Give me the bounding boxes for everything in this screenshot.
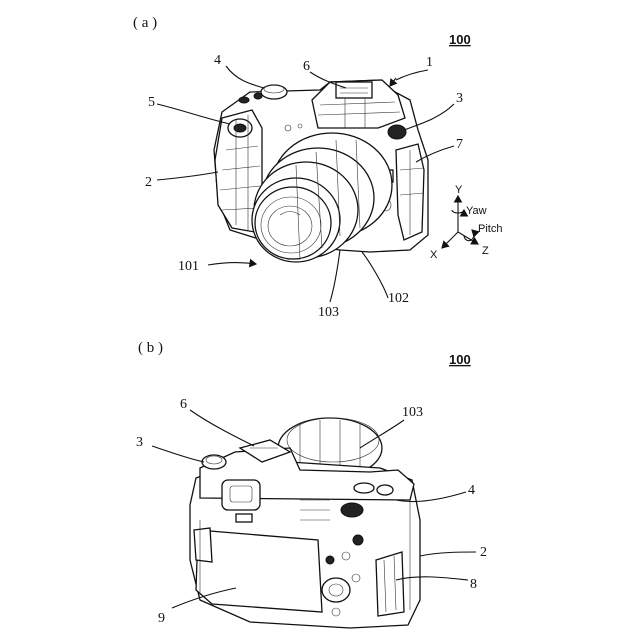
label-a-3: 3 [456,91,463,106]
panel-a-ref-number: 100 [449,32,471,47]
label-b-3: 3 [136,435,143,450]
camera-rear-illustration [190,418,420,628]
label-a-103: 103 [318,305,339,320]
panel-b: ( b ) 100 [136,340,487,628]
rear-screen-9 [196,530,322,612]
x-axis-arrow [442,232,458,248]
label-a-5: 5 [148,95,155,110]
axis-z-label: Z [482,245,489,257]
z-axis-arrow [458,232,478,244]
button-3 [388,125,406,139]
label-b-8: 8 [470,577,477,592]
screen-hinge [194,528,212,562]
camera-front-illustration [214,80,428,262]
label-a-7: 7 [456,137,463,152]
eyecup [222,480,260,510]
label-b-2: 2 [480,545,487,560]
side-door-8 [376,552,404,616]
dial-4-rear [341,503,363,517]
label-a-2: 2 [145,175,152,190]
label-b-6: 6 [180,397,187,412]
label-a-1: 1 [426,55,433,70]
panel-a: ( a ) 100 [133,15,502,320]
axis-y-label: Y [455,184,463,196]
label-b-4: 4 [468,483,475,498]
label-b-103: 103 [402,405,423,420]
coordinate-axes: Y Yaw Pitch X Z [430,184,502,261]
panel-a-letter: ( a ) [133,15,157,31]
rear-control-wheel [322,578,350,602]
axis-pitch-label: Pitch [478,223,502,235]
panel-b-letter: ( b ) [138,340,163,356]
label-a-101: 101 [178,259,199,274]
panel-b-ref-number: 100 [449,352,471,367]
label-a-4: 4 [214,53,221,68]
axis-yaw-label: Yaw [466,205,487,217]
label-a-102: 102 [388,291,409,306]
label-b-9: 9 [158,611,165,626]
label-a-6: 6 [303,59,310,74]
axis-x-label: X [430,249,438,261]
hot-shoe [336,82,372,98]
dial-3 [202,455,226,469]
